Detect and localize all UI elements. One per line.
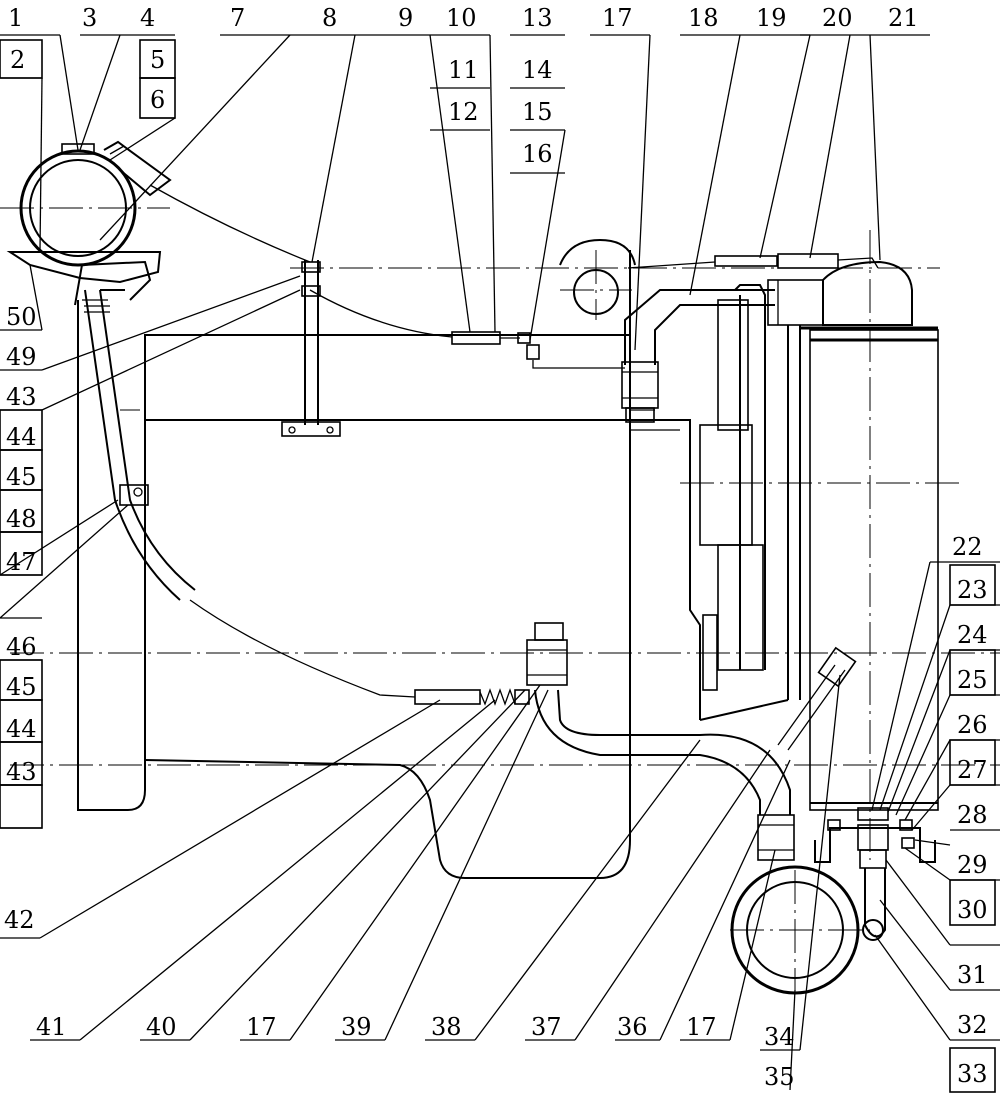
- callout-label: 13: [522, 4, 553, 32]
- callout-label: 29: [957, 851, 988, 879]
- callout-label: 39: [341, 1013, 372, 1041]
- radiator: [699, 260, 939, 811]
- callout-label: 27: [957, 756, 988, 784]
- callout-label: 5: [150, 46, 165, 74]
- callout-label: 11: [448, 56, 479, 84]
- callout-label: 28: [957, 801, 988, 829]
- callout-label: 24: [957, 621, 988, 649]
- callout-label: 25: [957, 666, 988, 694]
- callout-label: 6: [150, 86, 165, 114]
- callout-label: 35: [764, 1063, 795, 1091]
- label-frames: [0, 39, 996, 1093]
- callout-label: 21: [888, 4, 919, 32]
- callout-label: 33: [957, 1060, 988, 1088]
- callout-label: 34: [764, 1023, 795, 1051]
- callout-label: 46: [6, 633, 37, 661]
- engine-block: [77, 238, 701, 879]
- callout-label: 4: [140, 4, 155, 32]
- callout-label: 42: [4, 906, 35, 934]
- callout-label: 12: [448, 98, 479, 126]
- callout-label: 17: [602, 4, 633, 32]
- callout-label: 15: [522, 98, 553, 126]
- lower-radiator-hose: [526, 622, 857, 861]
- callout-label: 17: [246, 1013, 277, 1041]
- callout-label: 44: [6, 715, 37, 743]
- callout-label: 43: [6, 383, 37, 411]
- callout-label: 48: [6, 505, 37, 533]
- callout-label: 45: [6, 673, 37, 701]
- callout-label: 43: [6, 758, 37, 786]
- callout-label: 14: [522, 56, 553, 84]
- callout-label: 38: [431, 1013, 462, 1041]
- callout-label: 41: [36, 1013, 67, 1041]
- callout-label: 10: [446, 4, 477, 32]
- callout-label: 30: [957, 896, 988, 924]
- callout-label: 44: [6, 423, 37, 451]
- callout-label: 2: [10, 46, 25, 74]
- callout-label: 26: [957, 711, 988, 739]
- callout-label: 23: [957, 576, 988, 604]
- callout-label: 20: [822, 4, 853, 32]
- callout-label: 32: [957, 1011, 988, 1039]
- callout-label: 37: [531, 1013, 562, 1041]
- callout-label: 19: [756, 4, 787, 32]
- callout-label: 3: [82, 4, 97, 32]
- left-supply-pipe: [82, 289, 196, 601]
- callout-label: 9: [398, 4, 413, 32]
- callout-label: 8: [322, 4, 337, 32]
- upper-radiator-hose: [621, 284, 775, 670]
- callout-label: 36: [617, 1013, 648, 1041]
- callout-label: 18: [688, 4, 719, 32]
- callout-label: 22: [952, 533, 983, 561]
- callout-label: 49: [6, 343, 37, 371]
- callout-labels: 1 3 4 7 8 9 10 13 17 18 19 20 21 2 5 6 1…: [4, 4, 988, 1091]
- callout-label: 45: [6, 463, 37, 491]
- callout-label: 40: [146, 1013, 177, 1041]
- callout-label: 16: [522, 140, 553, 168]
- sensor-cables: [149, 184, 879, 706]
- callout-label: 31: [957, 961, 988, 989]
- leader-lines: [0, 34, 1000, 1091]
- callout-label: 17: [686, 1013, 717, 1041]
- callout-label: 47: [6, 548, 37, 576]
- callout-label: 7: [230, 4, 245, 32]
- filter-canister: [6, 140, 172, 306]
- support-bracket: [281, 260, 341, 437]
- callout-label: 50: [6, 303, 37, 331]
- callout-label: 1: [8, 4, 23, 32]
